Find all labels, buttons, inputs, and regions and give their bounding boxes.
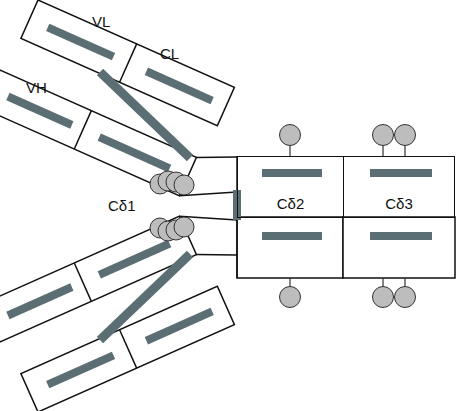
intrachain-bond	[370, 169, 432, 177]
glycan-stem	[382, 145, 383, 156]
domain-box: Cδ2	[237, 156, 344, 218]
lower-fab	[0, 216, 237, 411]
upper-fab	[0, 0, 237, 196]
domain-label: Cδ2	[277, 196, 305, 211]
glycan	[373, 125, 394, 146]
intrachain-bond	[262, 169, 322, 177]
domain-label: Cδ1	[108, 198, 136, 213]
fc-domain	[343, 217, 455, 278]
domain-label: Cδ3	[385, 196, 413, 211]
intrachain-bond	[370, 232, 432, 240]
domain-label: VH	[26, 80, 47, 95]
intrachain-bond	[262, 232, 322, 240]
domain-box: Cδ3	[343, 156, 455, 218]
glycan	[280, 125, 301, 146]
glycan	[280, 287, 301, 308]
glycan-stem	[289, 145, 290, 156]
glycan	[395, 125, 416, 146]
glycan-stem	[404, 145, 405, 156]
glycan	[395, 287, 416, 308]
fc-domain	[237, 217, 343, 278]
glycan-stem	[404, 278, 405, 287]
domain-label: VL	[92, 14, 110, 29]
glycan	[373, 287, 394, 308]
glycan-stem	[382, 278, 383, 287]
domain-label: CL	[160, 46, 179, 61]
glycan-stem	[289, 278, 290, 287]
